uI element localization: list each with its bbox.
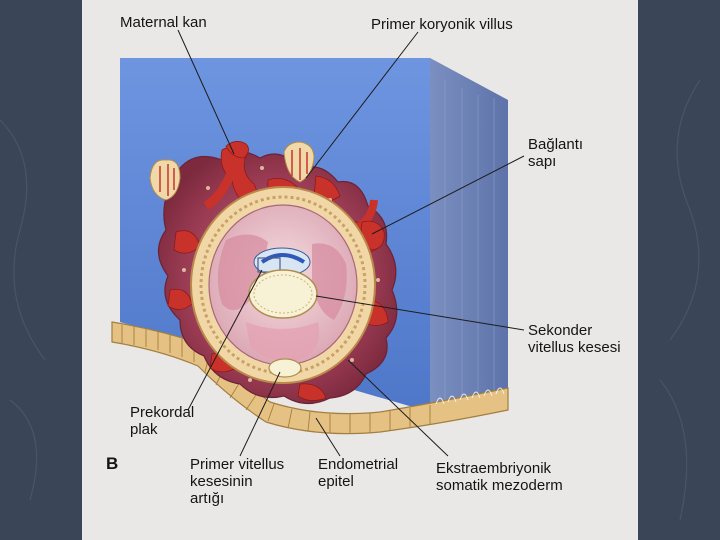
side-face-texture (444, 80, 495, 405)
block-side-face (430, 58, 508, 412)
side-epithelium-cells (435, 387, 505, 405)
label-connecting-stalk: Bağlantı sapı (528, 136, 584, 170)
label-primary-yolk-sac-remnant: Primer vitellus kesesinin artığı (190, 456, 285, 507)
label-secondary-yolk-sac: Sekonder vitellus kesesi (528, 322, 621, 356)
leader-lines (177, 29, 525, 457)
label-primary-chorionic-villus: Primer koryonik villus (371, 16, 513, 33)
label-maternal-blood: Maternal kan (120, 14, 207, 31)
label-extraembryonic-somatic-mesoderm: Ekstraembriyonik somatik mezoderm (436, 460, 563, 494)
label-endometrial-epithelium: Endometrial epitel (318, 456, 399, 490)
panel-letter: B (106, 454, 119, 473)
chorionic-cavity (190, 186, 376, 384)
label-prechordal-plate: Prekordal plak (130, 404, 195, 438)
background-ornament (0, 79, 701, 521)
